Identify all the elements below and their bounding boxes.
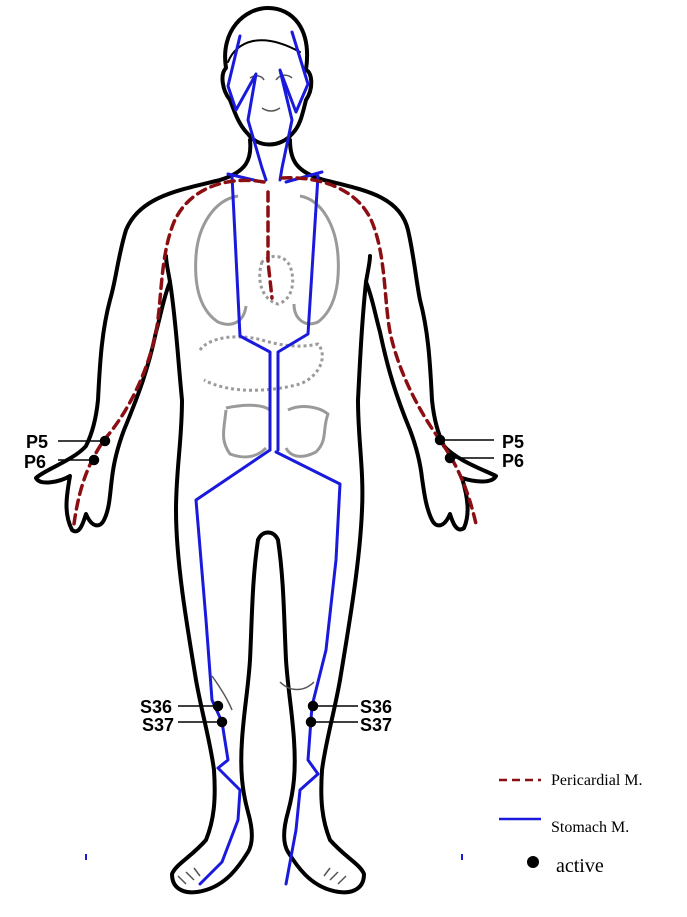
body-details xyxy=(178,75,346,884)
legend: Pericardial M. Stomach M. active xyxy=(499,772,643,877)
stomach-organ xyxy=(200,337,322,390)
right-inner-arm xyxy=(366,256,370,282)
right-s37-point xyxy=(307,718,316,727)
left-p6-label: P6 xyxy=(24,452,46,472)
right-knee-detail xyxy=(280,682,314,690)
left-s37-label: S37 xyxy=(142,715,174,735)
body-outline xyxy=(36,8,496,892)
stray-ticks xyxy=(86,854,462,860)
stomach-meridian xyxy=(196,32,340,884)
head-outline xyxy=(223,8,312,145)
heart xyxy=(260,256,293,304)
acupoint-markers xyxy=(58,436,494,727)
left-p5-point xyxy=(101,437,110,446)
right-toes xyxy=(324,868,346,884)
right-p5-label: P5 xyxy=(502,432,524,452)
right-body-outline xyxy=(258,140,496,892)
legend-active-label: active xyxy=(556,855,604,877)
right-p6-point xyxy=(446,454,455,463)
intestines xyxy=(224,405,329,457)
pericardial-meridian xyxy=(74,178,476,524)
left-s36-label: S36 xyxy=(140,697,172,717)
legend-pericardial-label: Pericardial M. xyxy=(551,772,643,789)
left-toes xyxy=(178,868,200,884)
pericardial-right-arm xyxy=(282,178,476,524)
right-p5-point xyxy=(436,436,445,445)
right-s36-label: S36 xyxy=(360,697,392,717)
legend-active-dot xyxy=(527,856,539,868)
right-s37-label: S37 xyxy=(360,715,392,735)
left-inner-arm xyxy=(166,256,170,282)
left-s37-point xyxy=(218,718,227,727)
right-s36-point xyxy=(309,702,318,711)
left-p5-label: P5 xyxy=(26,432,48,452)
left-p6-point xyxy=(90,456,99,465)
internal-organs xyxy=(196,196,339,457)
stomach-chest-left xyxy=(228,174,270,450)
stomach-leg-left xyxy=(196,450,270,884)
pericardial-center xyxy=(268,192,272,298)
left-s36-point xyxy=(214,702,223,711)
right-p6-label: P6 xyxy=(502,451,524,471)
legend-stomach-label: Stomach M. xyxy=(551,819,629,836)
left-body-outline xyxy=(36,140,258,892)
